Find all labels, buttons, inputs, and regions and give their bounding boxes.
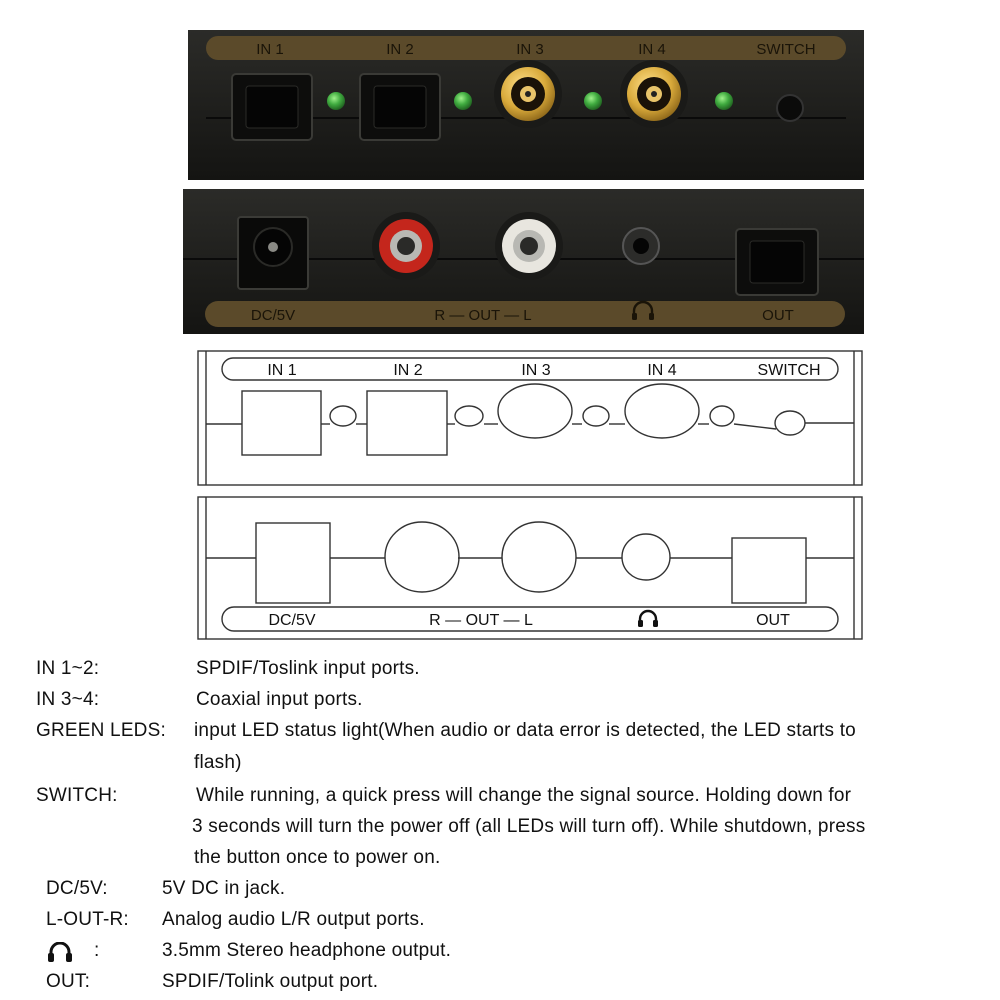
headphone-icon (632, 300, 654, 320)
optical-input-port-1 (231, 73, 313, 141)
diagram-rca-port (384, 521, 460, 593)
legend-desc: Analog audio L/R output ports. (162, 909, 425, 930)
diagram-front-panel: IN 1 IN 2 IN 3 IN 4 SWITCH (197, 350, 863, 486)
legend-desc: SPDIF/Tolink output port. (162, 971, 379, 992)
photo-front-label: SWITCH (756, 41, 815, 58)
led-icon (584, 92, 602, 110)
label-strip (205, 301, 845, 327)
led-icon (715, 92, 733, 110)
diagram-optical-port (241, 390, 322, 456)
legend-desc: 5V DC in jack. (162, 878, 286, 899)
photo-back-label: DC/5V (251, 307, 295, 324)
legend-key: OUT: (46, 971, 91, 992)
headphone-icon (48, 942, 72, 962)
led-icon (454, 92, 472, 110)
label-strip (206, 36, 846, 60)
headphone-jack (622, 227, 660, 265)
legend-desc: While running, a quick press will change… (196, 785, 852, 806)
headphone-icon (638, 609, 658, 627)
dc-power-jack (237, 216, 309, 290)
diagram-coax-port (624, 383, 700, 439)
legend-key: L-OUT-R: (46, 909, 129, 930)
diagram-back-label: R — OUT — L (429, 612, 533, 629)
legend-desc: flash) (194, 752, 242, 773)
legend-key: DC/5V: (46, 878, 108, 899)
photo-front-label: IN 1 (256, 41, 284, 58)
coaxial-input-port-4 (620, 60, 688, 128)
coaxial-input-port-3 (494, 60, 562, 128)
diagram-front-label: IN 1 (267, 362, 296, 379)
photo-back-label: R — OUT — L (434, 307, 531, 324)
diagram-front-label: IN 2 (393, 362, 422, 379)
legend-desc: input LED status light(When audio or dat… (194, 720, 856, 741)
diagram-back-label: OUT (756, 612, 790, 629)
diagram-front-label: IN 4 (647, 362, 676, 379)
led-icon (327, 92, 345, 110)
diagram-front-label: IN 3 (521, 362, 550, 379)
photo-front-label: IN 4 (638, 41, 666, 58)
switch-button[interactable] (776, 94, 804, 122)
photo-back-panel: DC/5V R — OUT — L OUT (183, 189, 864, 334)
photo-front-panel: IN 1 IN 2 IN 3 IN 4 SWITCH (188, 30, 864, 180)
diagram-back-label: DC/5V (268, 612, 315, 629)
legend-key: IN 1~2: (36, 658, 100, 679)
diagram-rca-port (501, 521, 577, 593)
diagram-switch-button (774, 410, 806, 436)
legend-key: SWITCH: (36, 785, 118, 806)
rca-output-left (495, 212, 563, 280)
rca-output-right (372, 212, 440, 280)
photo-front-label: IN 2 (386, 41, 414, 58)
diagram-coax-port (497, 383, 573, 439)
diagram-optical-port (366, 390, 448, 456)
diagram-headphone-jack (621, 533, 671, 581)
optical-input-port-2 (359, 73, 441, 141)
diagram-optical-out (731, 537, 807, 604)
diagram-front-label: SWITCH (757, 362, 820, 379)
diagram-back-panel: DC/5V R — OUT — L OUT (197, 496, 863, 640)
diagram-dc-jack (255, 522, 331, 604)
legend-desc: SPDIF/Toslink input ports. (196, 658, 420, 679)
photo-back-label: OUT (762, 307, 794, 324)
legend-desc: Coaxial input ports. (196, 689, 363, 710)
photo-front-label: IN 3 (516, 41, 544, 58)
legend-desc: 3 seconds will turn the power off (all L… (192, 816, 866, 837)
legend-key: : (94, 940, 100, 961)
optical-output-port (735, 228, 819, 296)
legend-key: GREEN LEDS: (36, 720, 166, 741)
legend-key: IN 3~4: (36, 689, 100, 710)
legend-desc: 3.5mm Stereo headphone output. (162, 940, 452, 961)
legend-desc: the button once to power on. (194, 847, 441, 868)
